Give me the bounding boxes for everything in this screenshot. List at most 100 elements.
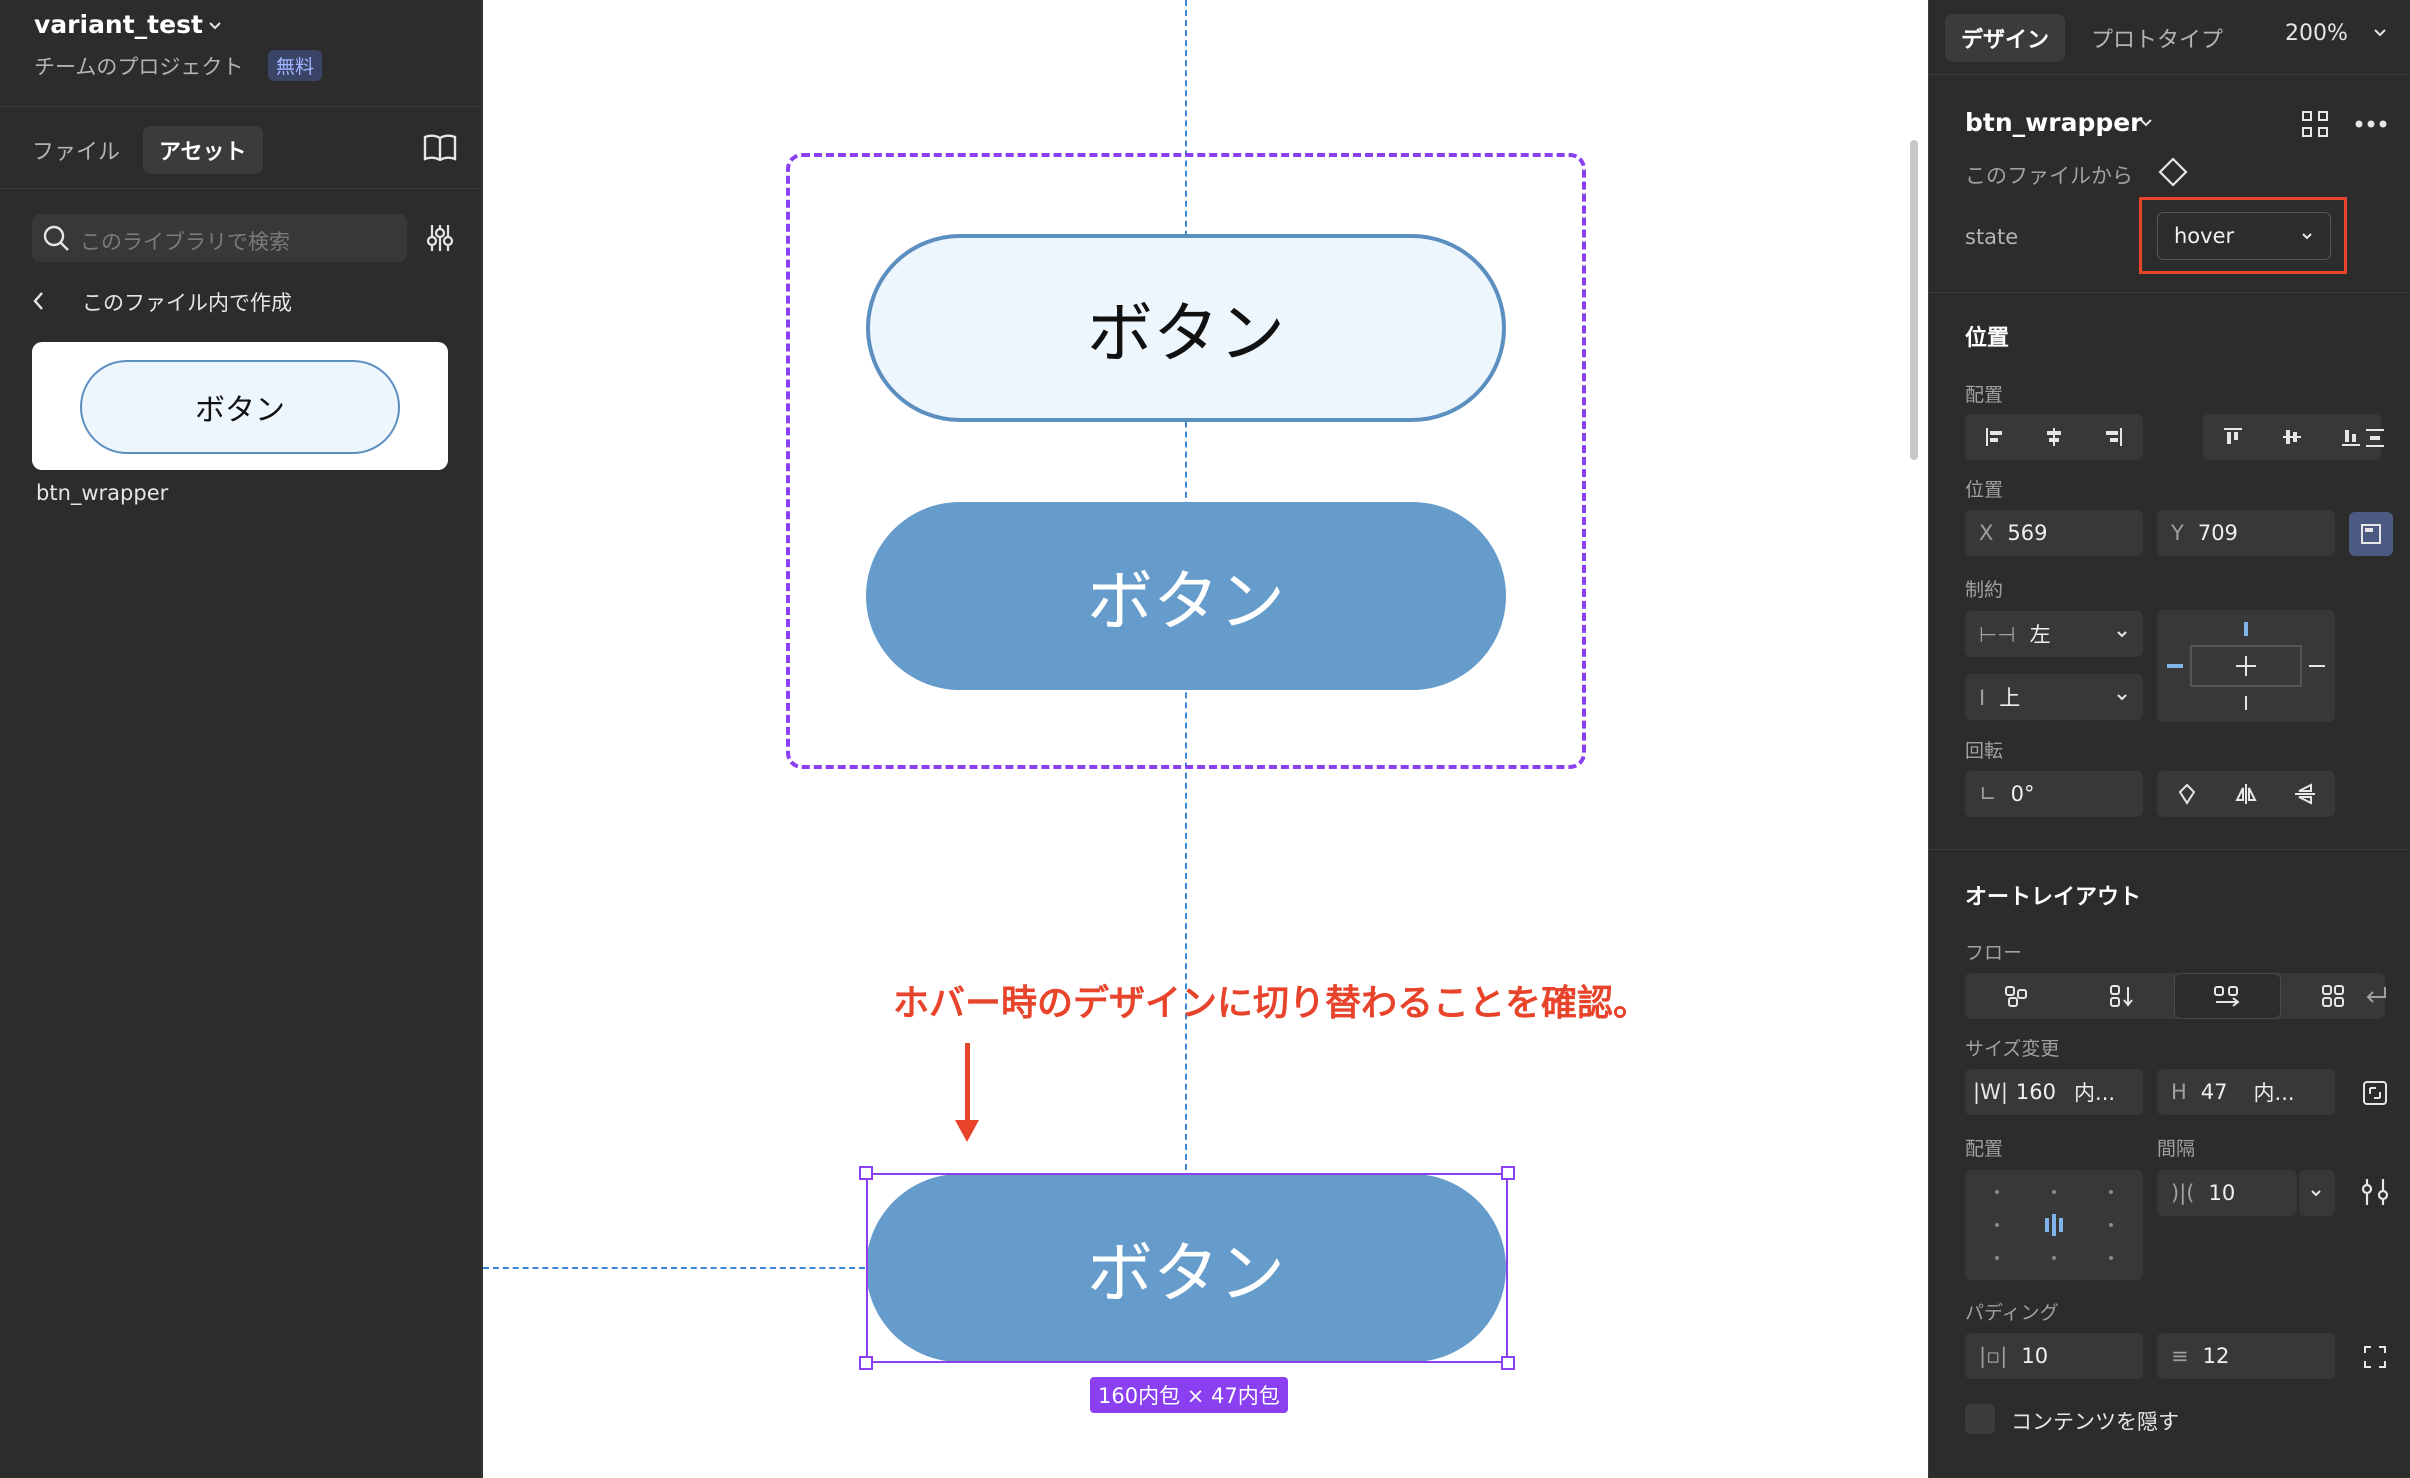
- flow-vertical-icon[interactable]: [2070, 973, 2175, 1019]
- library-book-icon[interactable]: [423, 133, 457, 163]
- selection-box[interactable]: [866, 1173, 1508, 1363]
- padding-vertical-input[interactable]: ≡ 12: [2157, 1333, 2335, 1379]
- autolayout-settings-icon[interactable]: [2361, 1177, 2389, 1207]
- back-chevron-icon[interactable]: [30, 290, 48, 312]
- tab-design[interactable]: デザイン: [1945, 14, 2066, 62]
- width-value: 160: [2015, 1080, 2057, 1104]
- padding-label: パディング: [1965, 1302, 2059, 1324]
- tab-assets[interactable]: アセット: [143, 126, 263, 174]
- height-value: 47: [2200, 1080, 2228, 1104]
- state-property-label: state: [1965, 225, 2019, 249]
- padding-vertical-value: 12: [2202, 1344, 2230, 1368]
- resize-to-fit-icon[interactable]: [2361, 1079, 2389, 1107]
- gap-icon: )|(: [2171, 1181, 2195, 1205]
- asset-name: btn_wrapper: [36, 481, 169, 505]
- wrap-icon[interactable]: [2363, 983, 2389, 1009]
- filter-sliders-icon[interactable]: [426, 223, 454, 253]
- width-mode: 内...: [2074, 1081, 2116, 1105]
- vertical-constraint-icon: I: [1979, 686, 1986, 710]
- chevron-down-icon[interactable]: [207, 18, 223, 34]
- y-value: 709: [2197, 521, 2238, 545]
- tab-prototype[interactable]: プロトタイプ: [2091, 28, 2224, 53]
- align-center-h-icon[interactable]: [2024, 414, 2083, 460]
- search-placeholder: このライブラリで検索: [80, 230, 290, 254]
- component-name[interactable]: btn_wrapper: [1965, 108, 2143, 137]
- gap-input[interactable]: )|( 10: [2157, 1170, 2297, 1216]
- individual-padding-icon[interactable]: [2361, 1343, 2389, 1371]
- gap-label: 間隔: [2157, 1138, 2196, 1160]
- horizontal-guide: [483, 1267, 865, 1269]
- left-sidebar: variant_test チームのプロジェクト 無料 ファイル アセット このラ…: [0, 0, 482, 1478]
- project-title[interactable]: variant_test: [34, 10, 203, 39]
- variant-hover-button[interactable]: ボタン: [866, 502, 1506, 690]
- flow-grid-icon[interactable]: [2281, 973, 2386, 1019]
- align-left-icon[interactable]: [1965, 414, 2024, 460]
- variant-default-button[interactable]: ボタン: [866, 234, 1506, 422]
- padding-vertical-icon: ≡: [2171, 1344, 2189, 1368]
- rotation-label: 回転: [1965, 740, 2004, 762]
- constraints-widget[interactable]: [2157, 610, 2335, 722]
- flow-horizontal-icon[interactable]: [2174, 973, 2281, 1019]
- height-input[interactable]: H 47 内...: [2157, 1069, 2335, 1115]
- tab-file[interactable]: ファイル: [32, 140, 121, 165]
- constraint-horizontal-select[interactable]: ⊢⊣左: [1965, 611, 2143, 657]
- flow-freeform-icon[interactable]: [1965, 973, 2070, 1019]
- component-set-frame[interactable]: [786, 153, 1586, 769]
- y-input[interactable]: Y 709: [2157, 510, 2335, 556]
- annotation-text: ホバー時のデザインに切り替わることを確認。: [893, 983, 1650, 1024]
- search-input[interactable]: [32, 214, 407, 262]
- resize-handle[interactable]: [859, 1166, 873, 1180]
- constraints-label: 制約: [1965, 579, 2004, 601]
- gap-dropdown[interactable]: [2299, 1170, 2335, 1216]
- chevron-down-icon[interactable]: [2139, 116, 2153, 130]
- padding-horizontal-input[interactable]: |▫| 10: [1965, 1333, 2143, 1379]
- transform-group: [2157, 771, 2335, 817]
- more-options-icon[interactable]: [2355, 120, 2387, 128]
- absolute-position-icon[interactable]: [2349, 512, 2393, 556]
- resize-handle[interactable]: [1501, 1356, 1515, 1370]
- rotation-value: 0°: [2010, 782, 2035, 806]
- zoom-level[interactable]: 200%: [2285, 21, 2348, 46]
- canvas-scrollbar[interactable]: [1910, 140, 1918, 460]
- constraint-h-value: 左: [2029, 623, 2051, 647]
- flip-vertical-icon[interactable]: [2276, 771, 2335, 817]
- distribute-icon[interactable]: [2363, 426, 2387, 450]
- component-grid-icon[interactable]: [2301, 110, 2329, 138]
- instance-button[interactable]: ボタン: [866, 1174, 1506, 1362]
- divider: [0, 188, 482, 189]
- chevron-down-icon[interactable]: [2373, 26, 2387, 40]
- size-tag: 160内包 × 47内包: [1090, 1377, 1288, 1413]
- state-select[interactable]: hover: [2157, 212, 2331, 260]
- divider: [1929, 292, 2410, 293]
- x-value: 569: [2007, 521, 2048, 545]
- design-canvas[interactable]: ボタン ボタン ホバー時のデザインに切り替わることを確認。 ボタン 160内包 …: [483, 0, 1928, 1478]
- align-middle-icon[interactable]: [2262, 414, 2321, 460]
- position-label: 位置: [1965, 479, 2004, 501]
- x-input[interactable]: X 569: [1965, 510, 2143, 556]
- width-label: |W|: [1973, 1080, 2008, 1104]
- alignment-grid[interactable]: [1965, 1170, 2143, 1280]
- clip-content-checkbox[interactable]: [1965, 1404, 1995, 1434]
- align-bottom-icon[interactable]: [2322, 414, 2381, 460]
- angle-icon: ∟: [1979, 782, 1997, 806]
- align-right-icon[interactable]: [2084, 414, 2143, 460]
- asset-preview-button: ボタン: [80, 360, 400, 454]
- align-vertical-group: [2203, 414, 2381, 460]
- position-section-title: 位置: [1965, 326, 2010, 351]
- align-top-icon[interactable]: [2203, 414, 2262, 460]
- asset-card[interactable]: ボタン: [32, 342, 448, 470]
- autolayout-section-title: オートレイアウト: [1965, 885, 2142, 910]
- team-project-label: チームのプロジェクト: [34, 55, 244, 79]
- back-to-file-link[interactable]: このファイル内で作成: [82, 291, 292, 315]
- padding-horizontal-value: 10: [2021, 1344, 2049, 1368]
- resize-handle[interactable]: [859, 1356, 873, 1370]
- rotate-icon[interactable]: [2157, 771, 2216, 817]
- resize-handle[interactable]: [1501, 1166, 1515, 1180]
- rotation-input[interactable]: ∟ 0°: [1965, 771, 2143, 817]
- gap-value: 10: [2208, 1181, 2236, 1205]
- constraint-v-value: 上: [1999, 686, 2021, 710]
- width-input[interactable]: |W| 160 内...: [1965, 1069, 2143, 1115]
- chevron-down-icon: [2300, 229, 2314, 243]
- flip-horizontal-icon[interactable]: [2216, 771, 2275, 817]
